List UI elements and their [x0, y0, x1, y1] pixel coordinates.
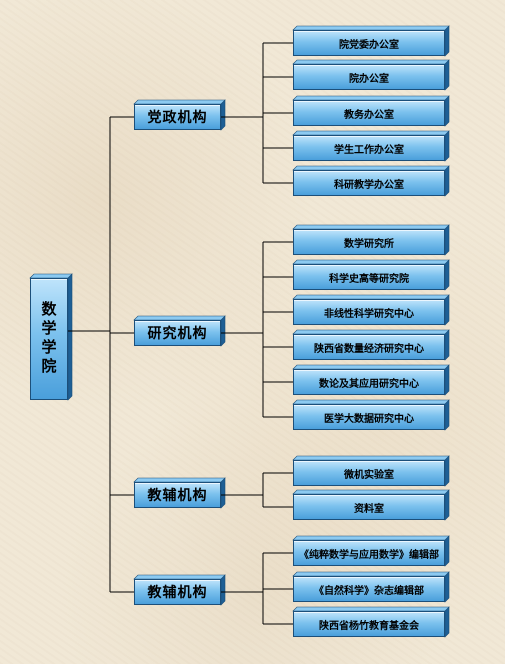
- leaf-node: 数学研究所: [293, 229, 445, 255]
- box-side-face: [220, 477, 226, 509]
- box-side-face: [444, 535, 450, 567]
- leaf-label: 院办公室: [349, 73, 389, 85]
- leaf-label: 科研教学办公室: [334, 179, 404, 191]
- leaf-node: 院办公室: [293, 64, 445, 90]
- box-side-face: [444, 364, 450, 396]
- leaf-label: 教务办公室: [344, 109, 394, 121]
- leaf-node: 医学大数据研究中心: [293, 404, 445, 430]
- leaf-node: 非线性科学研究中心: [293, 299, 445, 325]
- leaf-node: 学生工作办公室: [293, 135, 445, 161]
- leaf-label: 学生工作办公室: [334, 144, 404, 156]
- leaf-node: 《纯粹数学与应用数学》编辑部: [293, 540, 445, 566]
- leaf-label: 陕西省数量经济研究中心: [314, 343, 424, 355]
- box-side-face: [220, 574, 226, 606]
- box-side-face: [444, 25, 450, 57]
- root-node-box: 数学学院: [30, 278, 68, 400]
- box-side-face: [444, 59, 450, 91]
- box-side-face: [444, 606, 450, 638]
- category-node-support-1: 教辅机构: [134, 482, 221, 508]
- box-side-face: [444, 294, 450, 326]
- leaf-label: 《纯粹数学与应用数学》编辑部: [299, 549, 439, 561]
- box-side-face: [444, 399, 450, 431]
- box-side-face: [220, 99, 226, 131]
- category-node-research: 研究机构: [134, 320, 221, 346]
- leaf-node: 陕西省杨竹教育基金会: [293, 611, 445, 637]
- leaf-node: 科学史高等研究院: [293, 264, 445, 290]
- box-side-face: [444, 329, 450, 361]
- leaf-label: 资料室: [354, 503, 384, 515]
- leaf-node: 资料室: [293, 494, 445, 520]
- leaf-label: 数论及其应用研究中心: [319, 378, 419, 390]
- box-side-face: [444, 224, 450, 256]
- leaf-label: 院党委办公室: [339, 39, 399, 51]
- box-side-face: [67, 273, 73, 401]
- box-side-face: [444, 259, 450, 291]
- leaf-label: 科学史高等研究院: [329, 273, 409, 285]
- category-node-party-admin: 党政机构: [134, 104, 221, 130]
- leaf-node: 《自然科学》杂志编辑部: [293, 576, 445, 602]
- leaf-node: 陕西省数量经济研究中心: [293, 334, 445, 360]
- leaf-label: 非线性科学研究中心: [324, 308, 414, 320]
- box-side-face: [444, 571, 450, 603]
- box-side-face: [444, 165, 450, 197]
- box-side-face: [220, 315, 226, 347]
- box-side-face: [444, 489, 450, 521]
- leaf-label: 陕西省杨竹教育基金会: [319, 620, 419, 632]
- category-label: 研究机构: [147, 326, 208, 342]
- leaf-label: 微机实验室: [344, 469, 394, 481]
- category-label: 党政机构: [147, 110, 208, 126]
- category-label: 教辅机构: [147, 488, 208, 504]
- box-side-face: [444, 130, 450, 162]
- leaf-label: 数学研究所: [344, 238, 394, 250]
- category-label: 教辅机构: [147, 585, 208, 601]
- leaf-label: 《自然科学》杂志编辑部: [314, 585, 424, 597]
- leaf-node: 微机实验室: [293, 460, 445, 486]
- category-node-support-2: 教辅机构: [134, 579, 221, 605]
- leaf-node: 教务办公室: [293, 100, 445, 126]
- leaf-node: 科研教学办公室: [293, 170, 445, 196]
- root-node-label: 数学学院: [39, 301, 58, 377]
- box-side-face: [444, 95, 450, 127]
- leaf-node: 院党委办公室: [293, 30, 445, 56]
- box-side-face: [444, 455, 450, 487]
- leaf-label: 医学大数据研究中心: [324, 413, 414, 425]
- leaf-node: 数论及其应用研究中心: [293, 369, 445, 395]
